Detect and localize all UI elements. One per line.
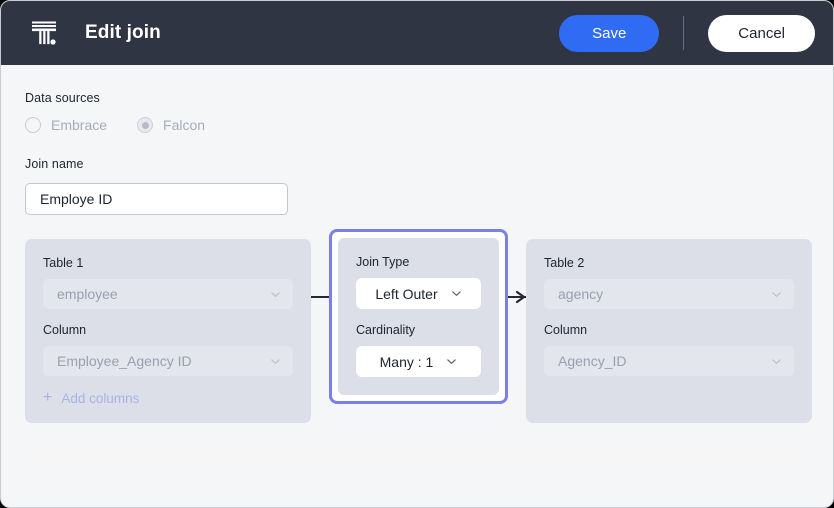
cardinality-value: Many : 1 — [379, 353, 434, 370]
table2-card: Table 2 agency Column Agency_ID — [526, 239, 812, 423]
add-columns-button[interactable]: + Add columns — [43, 390, 293, 406]
join-config-card[interactable]: Join Type Left Outer Cardinality Many : … — [329, 229, 508, 404]
table1-title: Table 1 — [43, 256, 84, 270]
data-sources-label: Data sources — [25, 91, 100, 105]
table2-table-select[interactable]: agency — [544, 279, 794, 309]
plus-icon: + — [43, 389, 53, 406]
arrow-right-icon — [515, 290, 526, 304]
table2-title: Table 2 — [544, 256, 585, 270]
top-bar-actions: Save Cancel — [559, 14, 815, 52]
radio-option-falcon[interactable]: Falcon — [137, 117, 205, 133]
table2-column-select[interactable]: Agency_ID — [544, 346, 794, 376]
join-type-value: Left Outer — [375, 285, 438, 302]
join-type-select[interactable]: Left Outer — [356, 278, 481, 309]
cancel-button[interactable]: Cancel — [708, 14, 815, 52]
table2-column-value: Agency_ID — [558, 353, 627, 369]
radio-option-embrace[interactable]: Embrace — [25, 117, 107, 133]
toolbar-divider — [683, 16, 685, 50]
save-button[interactable]: Save — [559, 14, 660, 52]
table2-column-label: Column — [544, 323, 588, 337]
chevron-down-icon — [772, 291, 781, 297]
main-content: Data sources Embrace Falcon Join name Ta… — [1, 65, 833, 507]
top-bar: Edit join Save Cancel — [1, 1, 833, 65]
chevron-down-icon — [271, 358, 280, 364]
table1-table-value: employee — [57, 286, 118, 302]
join-name-block: Join name — [25, 157, 809, 215]
bottom-divider — [25, 441, 809, 469]
join-config-inner: Join Type Left Outer Cardinality Many : … — [338, 238, 499, 395]
chevron-down-icon — [271, 291, 280, 297]
cardinality-label: Cardinality — [356, 323, 416, 337]
data-sources-radio-group: Embrace Falcon — [25, 117, 809, 133]
join-name-label: Join name — [25, 157, 84, 171]
cardinality-select[interactable]: Many : 1 — [356, 346, 481, 377]
chevron-down-icon — [447, 359, 457, 364]
join-name-input[interactable] — [25, 183, 288, 215]
table1-column-value: Employee_Agency ID — [57, 353, 192, 369]
table1-column-select[interactable]: Employee_Agency ID — [43, 346, 293, 376]
connector-right — [508, 239, 526, 423]
connector-line-right — [508, 296, 526, 298]
page-title: Edit join — [85, 22, 161, 43]
table1-card: Table 1 employee Column Employee_Agency … — [25, 239, 311, 423]
join-type-label: Join Type — [356, 255, 410, 269]
chevron-down-icon — [772, 358, 781, 364]
radio-label-falcon: Falcon — [163, 117, 206, 133]
radio-icon-falcon[interactable] — [137, 117, 154, 133]
join-diagram: Table 1 employee Column Employee_Agency … — [25, 229, 812, 423]
connector-left — [311, 239, 329, 423]
connector-line-left — [311, 296, 329, 298]
radio-icon-embrace[interactable] — [25, 117, 41, 133]
radio-label-embrace: Embrace — [51, 117, 108, 133]
chevron-down-icon — [451, 291, 461, 296]
table1-table-select[interactable]: employee — [43, 279, 293, 309]
table1-column-label: Column — [43, 323, 87, 337]
add-columns-label: Add columns — [61, 390, 140, 406]
pillar-logo-icon — [23, 13, 65, 53]
table2-table-value: agency — [558, 286, 604, 302]
